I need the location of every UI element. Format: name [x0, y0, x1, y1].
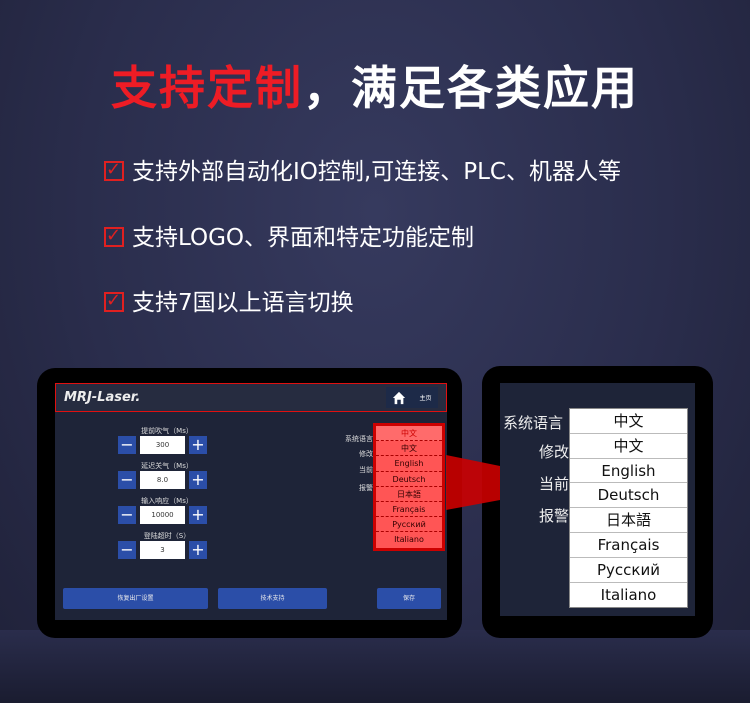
system-language-label: 系统语言 — [345, 435, 373, 443]
plus-button[interactable]: + — [189, 436, 207, 454]
param-label: 提前吹气（Ms） — [141, 427, 193, 435]
modify-label: 修改 — [359, 450, 373, 458]
minus-button[interactable]: − — [118, 506, 136, 524]
param-input[interactable]: 10000 — [140, 506, 185, 524]
bullet-text: 支持外部自动化IO控制,可连接、PLC、机器人等 — [132, 159, 621, 185]
language-option[interactable]: 中文 — [376, 441, 442, 457]
plus-button[interactable]: + — [189, 541, 207, 559]
language-option[interactable]: 日本語 — [376, 487, 442, 502]
param-label: 输入响应（Ms） — [141, 497, 193, 505]
logo: MRJ-Laser. — [64, 390, 141, 405]
minus-button[interactable]: − — [118, 541, 136, 559]
language-option[interactable]: English — [376, 456, 442, 472]
bullet-1: ✓ 支持外部自动化IO控制,可连接、PLC、机器人等 — [104, 152, 621, 186]
language-option[interactable]: Русский — [376, 517, 442, 533]
zoom-language-option[interactable]: Italiano — [600, 585, 657, 604]
check-icon: ✓ — [104, 161, 124, 181]
header-bar: MRJ-Laser. 主页 — [55, 383, 447, 412]
param-input[interactable]: 300 — [140, 436, 185, 454]
param-input[interactable]: 8.0 — [140, 471, 185, 489]
param-stepper: −300+ — [118, 436, 207, 454]
zoom-language-option[interactable]: 中文 — [570, 434, 687, 459]
language-option[interactable]: Français — [376, 502, 442, 518]
save-button[interactable]: 保存 — [377, 588, 441, 609]
plus-button[interactable]: + — [189, 471, 207, 489]
zoom-alarm-label: 报警 — [538, 507, 569, 525]
alarm-label: 报警 — [359, 484, 373, 492]
headline-highlight: 支持定制 — [111, 61, 303, 115]
headline: 支持定制，满足各类应用 — [0, 52, 750, 118]
tech-support-button[interactable]: 技术支持 — [218, 588, 327, 609]
callout-beam — [446, 455, 500, 510]
zoom-system-language-label: 系统语言 — [502, 414, 563, 432]
param-label: 延迟关气（Ms） — [141, 462, 193, 470]
language-dropdown[interactable]: 中文 中文 English Deutsch 日本語 Français Русск… — [373, 423, 445, 551]
zoom-selected[interactable]: 中文 — [570, 409, 687, 434]
bullet-2: ✓ 支持LOGO、界面和特定功能定制 — [104, 218, 474, 252]
zoom-language-option[interactable]: English — [570, 459, 687, 484]
bullet-text: 支持7国以上语言切换 — [132, 290, 354, 316]
dropdown-selected[interactable]: 中文 — [376, 426, 442, 442]
param-label: 登陆超时（S） — [143, 532, 191, 540]
minus-button[interactable]: − — [118, 436, 136, 454]
floor — [0, 630, 750, 703]
param-stepper: −10000+ — [118, 506, 207, 524]
headline-rest: ，满足各类应用 — [303, 61, 639, 115]
home-label: 主页 — [419, 395, 432, 402]
zoom-modify-label: 修改 — [538, 443, 569, 461]
current-label: 当前 — [359, 466, 373, 474]
zoom-language-option[interactable]: Deutsch — [570, 483, 687, 509]
zoom-language-list[interactable]: 中文 中文 English Deutsch 日本語 Français Русск… — [569, 408, 688, 609]
param-stepper: −8.0+ — [118, 471, 207, 489]
param-input[interactable]: 3 — [140, 541, 185, 559]
minus-button[interactable]: − — [118, 471, 136, 489]
factory-reset-button[interactable]: 恢复出厂设置 — [63, 588, 208, 609]
tablet-device: MRJ-Laser. 主页 提前吹气（Ms） −300+ 延迟关气（Ms） −8… — [37, 368, 462, 638]
bullet-text: 支持LOGO、界面和特定功能定制 — [132, 225, 475, 251]
language-option[interactable]: Italiano — [394, 535, 424, 545]
plus-button[interactable]: + — [189, 506, 207, 524]
check-icon: ✓ — [104, 292, 124, 312]
zoom-current-label: 当前 — [538, 475, 569, 493]
zoom-language-option[interactable]: 日本語 — [570, 508, 687, 533]
tablet-screen: MRJ-Laser. 主页 提前吹气（Ms） −300+ 延迟关气（Ms） −8… — [55, 383, 447, 620]
zoom-language-option[interactable]: Русский — [570, 558, 687, 583]
language-option[interactable]: Deutsch — [376, 472, 442, 487]
check-icon: ✓ — [104, 227, 124, 247]
home-icon — [393, 391, 406, 404]
bullet-3: ✓ 支持7国以上语言切换 — [104, 283, 354, 317]
param-stepper: −3+ — [118, 541, 207, 559]
zoom-language-option[interactable]: Français — [570, 533, 687, 558]
home-button[interactable]: 主页 — [386, 387, 438, 408]
